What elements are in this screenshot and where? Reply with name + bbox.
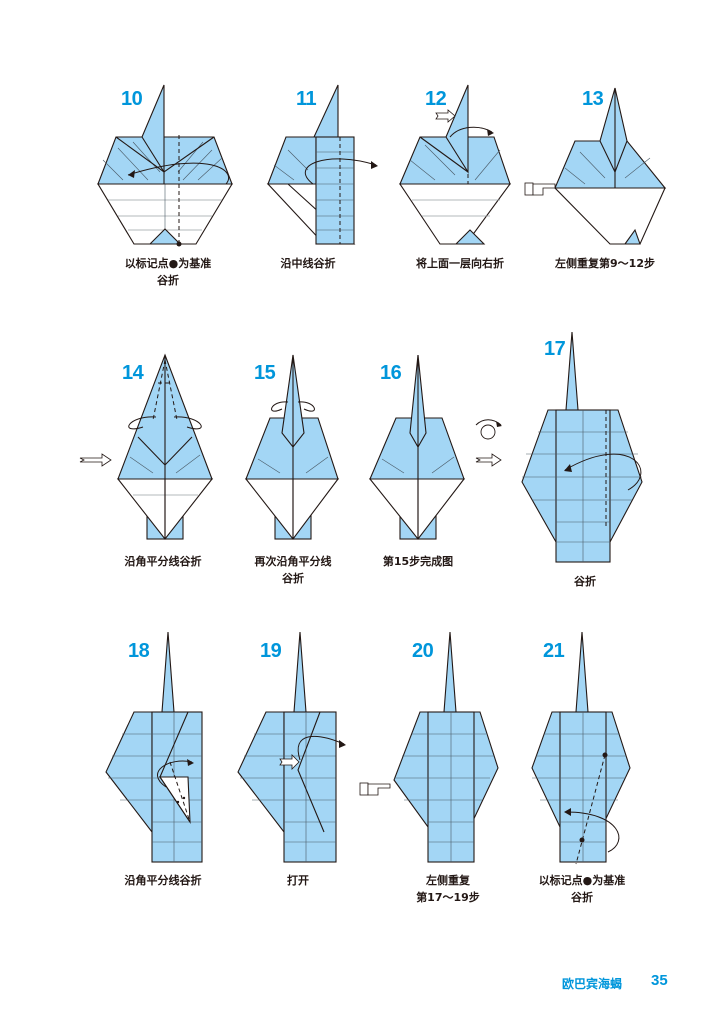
step-caption: 以标记点●为基准 谷折 (538, 874, 626, 904)
step-caption: 左侧重复 第17～19步 (416, 874, 480, 904)
valley-fold-arrow-icon (127, 162, 229, 185)
next-arrow-icon (475, 453, 502, 467)
valley-fold-arrow-icon (305, 158, 377, 185)
step-number: 16 (380, 362, 402, 384)
pointing-hand-icon (524, 182, 556, 196)
step-caption: 打开 (287, 874, 309, 887)
step-number: 18 (128, 640, 150, 662)
valley-fold-arrow-icon (564, 453, 642, 491)
valley-fold-arrow-icon (157, 760, 193, 788)
open-arrow-icon (297, 735, 345, 761)
step-19-diagram (237, 631, 346, 863)
step-number: 17 (544, 338, 566, 360)
valley-fold-arrow-icon (128, 416, 157, 430)
step-caption: 谷折 (574, 575, 596, 588)
valley-fold-arrow-icon (565, 811, 620, 853)
step-17-diagram (521, 331, 643, 563)
step-number: 10 (121, 88, 143, 110)
step-12-diagram (398, 84, 512, 245)
step-18-diagram (105, 631, 203, 863)
step-number: 11 (296, 88, 317, 110)
step-20-diagram (359, 631, 499, 863)
step-caption: 沿角平分线谷折 (124, 874, 202, 887)
step-caption: 沿中线谷折 (280, 257, 336, 270)
pointing-hand-icon (359, 782, 391, 796)
step-caption: 再次沿角平分线 谷折 (254, 555, 332, 585)
step-caption: 第15步完成图 (382, 555, 454, 568)
step-caption: 将上面一层向右折 (416, 257, 504, 270)
valley-fold-arrow-icon (271, 401, 289, 412)
step-number: 21 (543, 640, 565, 662)
mark-point-icon (579, 837, 585, 843)
mark-point-icon (176, 241, 182, 247)
step-15-diagram (244, 354, 340, 540)
step-21-diagram (531, 631, 631, 865)
step-number: 15 (254, 362, 276, 384)
page-number: 35 (651, 972, 668, 989)
step-number: 13 (582, 88, 604, 110)
turn-over-icon (475, 419, 502, 440)
step-10-diagram (97, 84, 233, 247)
step-13-diagram (524, 87, 667, 245)
footer-title: 欧巴宾海蝎 (562, 977, 623, 991)
step-caption: 左侧重复第9～12步 (555, 257, 655, 270)
step-number: 12 (425, 88, 447, 110)
step-14-diagram (79, 353, 214, 540)
step-number: 14 (122, 362, 144, 384)
step-11-diagram (266, 84, 378, 245)
push-arrow-icon (435, 109, 456, 123)
step-caption: 沿角平分线谷折 (124, 555, 202, 568)
step-16-diagram (368, 354, 502, 540)
push-arrow-icon (279, 754, 300, 770)
step-number: 19 (260, 640, 282, 662)
step-number: 20 (412, 640, 434, 662)
step-caption: 以标记点●为基准 谷折 (124, 257, 212, 287)
next-arrow-icon (79, 453, 112, 467)
mark-point-icon (602, 752, 608, 758)
